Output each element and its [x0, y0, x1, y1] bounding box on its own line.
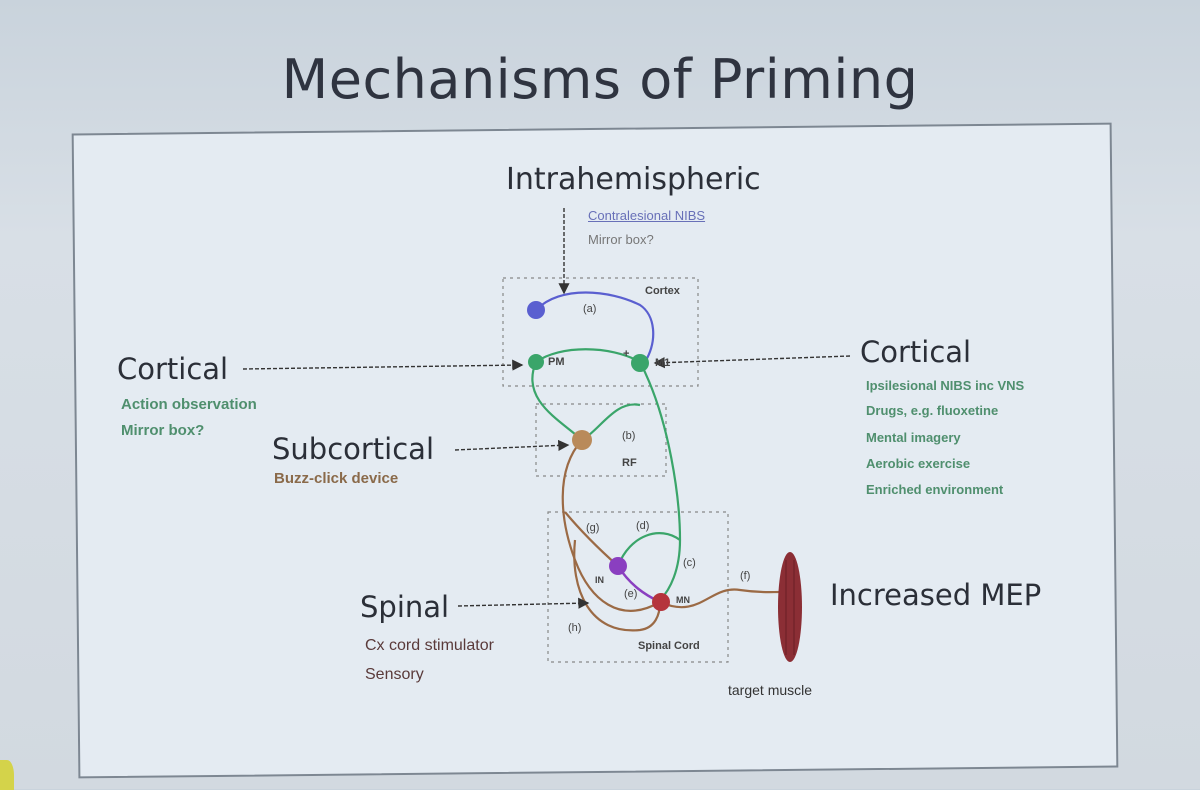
mn-node: [652, 593, 670, 611]
outcome-label: Increased MEP: [830, 578, 1042, 612]
intrahemispheric-item-1: Contralesional NIBS: [588, 208, 706, 223]
m1-node-label: M1: [655, 357, 671, 369]
slide-title: Mechanisms of Priming: [281, 48, 919, 111]
cortical-right-item-2: Drugs, e.g. fluoxetine: [866, 403, 999, 418]
intrahemispheric-heading: Intrahemispheric: [506, 162, 761, 197]
m1-node: [631, 354, 649, 372]
subcortical-arrow: [454, 439, 570, 452]
target-muscle-shape: [778, 552, 802, 662]
path-label-b: (b): [622, 430, 636, 442]
path-label-d: (d): [636, 520, 650, 532]
pathway-g: [564, 511, 619, 567]
pm-node: [528, 354, 544, 370]
subcortical-heading: Subcortical: [272, 432, 435, 466]
spinal-heading: Spinal: [360, 590, 450, 624]
spinal-item-1: Cx cord stimulator: [365, 637, 494, 654]
pathway-b: [531, 361, 641, 442]
spinal-cord-region-box: [547, 511, 729, 663]
in-node: [609, 557, 627, 575]
path-label-plus: +: [623, 348, 630, 360]
spinal-item-2: Sensory: [365, 666, 424, 683]
cortical-right-heading: Cortical: [860, 335, 972, 369]
path-label-f: (f): [740, 570, 751, 582]
pathway-c: [639, 361, 682, 601]
cortical-right-item-3: Mental imagery: [866, 430, 961, 445]
spinal-cord-region-label: Spinal Cord: [638, 640, 700, 652]
pm-node-label: PM: [548, 356, 565, 368]
cortical-right-item-5: Enriched environment: [866, 482, 1004, 497]
cortical-right-arrow: [653, 355, 851, 369]
cortical-right-item-4: Aerobic exercise: [866, 456, 971, 471]
pathway-f: [659, 588, 781, 609]
cortical-left-arrow: [242, 359, 524, 371]
muscle-striations: [785, 560, 795, 655]
pathway-a: [535, 291, 655, 363]
spinal-arrow: [457, 597, 590, 609]
cortex-region-box: [502, 277, 699, 387]
pathway-h: [573, 539, 662, 632]
pathway-pm-m1: [535, 348, 641, 363]
path-label-g: (g): [586, 522, 600, 534]
cortical-left-heading: Cortical: [117, 352, 229, 386]
path-label-e: (e): [624, 588, 638, 600]
rf-region-label: RF: [622, 457, 637, 469]
path-label-a: (a): [583, 303, 597, 315]
path-label-c: (c): [683, 557, 696, 569]
cortical-input-node: [527, 301, 545, 319]
rf-region-box: [535, 403, 667, 477]
cortex-region-label: Cortex: [645, 285, 680, 297]
cortical-right-item-1: Ipsilesional NIBS inc VNS: [866, 378, 1025, 393]
rf-node: [572, 430, 592, 450]
in-node-label: IN: [595, 575, 604, 585]
projector-edge: [0, 760, 14, 790]
path-label-h: (h): [568, 622, 582, 634]
cortical-left-item-2: Mirror box?: [121, 422, 205, 439]
cortical-left-item-1: Action observation: [121, 396, 257, 413]
target-muscle-label: target muscle: [728, 682, 813, 698]
subcortical-item-1: Buzz-click device: [274, 470, 399, 487]
intrahemispheric-item-2: Mirror box?: [588, 232, 654, 247]
pathway-d: [616, 532, 681, 567]
mn-node-label: MN: [676, 595, 690, 605]
